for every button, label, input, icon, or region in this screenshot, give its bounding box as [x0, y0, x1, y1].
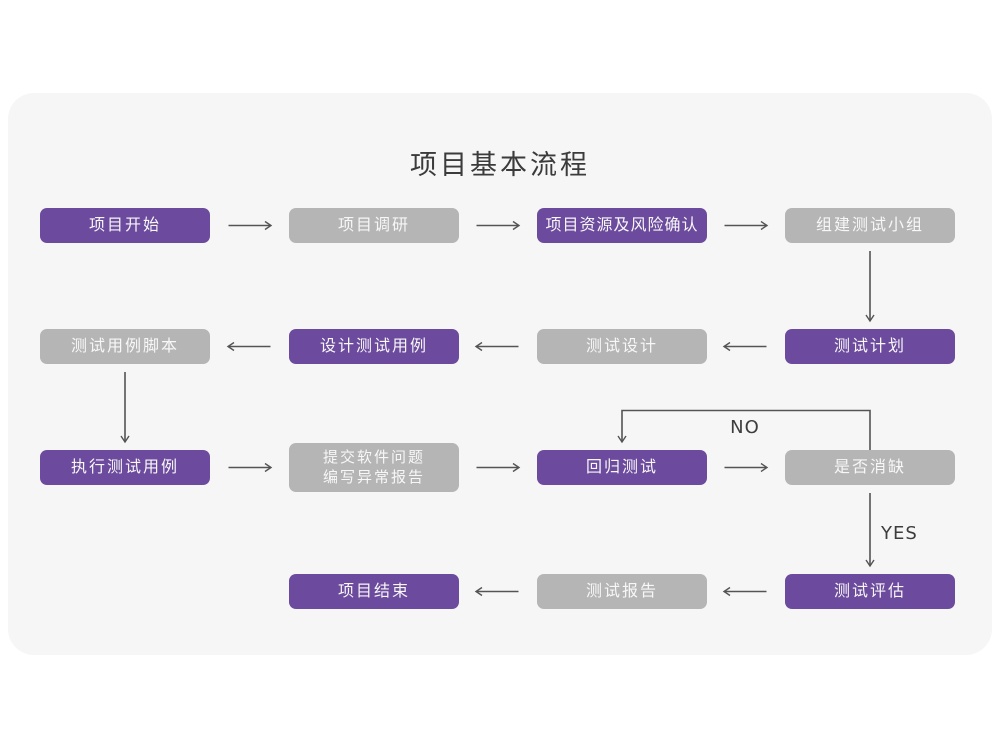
flow-node-label: 回归测试 [585, 457, 658, 477]
flow-node-project-research: 项目调研 [289, 208, 459, 243]
flow-node-label-line1: 提交软件问题 [322, 448, 425, 466]
flow-node-label: 设计测试用例 [319, 336, 428, 356]
flow-node-label: 测试用例脚本 [70, 336, 179, 356]
flow-node-label-line2: 编写异常报告 [322, 467, 425, 486]
no-edge-label: NO [730, 417, 760, 438]
flow-node-label: 测试设计 [585, 336, 658, 356]
flow-node-label: 测试报告 [585, 581, 658, 601]
flow-node-execute-test-cases: 执行测试用例 [40, 450, 210, 485]
flow-node-resources-risk-confirm: 项目资源及风险确认 [537, 208, 707, 243]
flow-node-label: 项目资源及风险确认 [545, 215, 699, 235]
flow-node-project-start: 项目开始 [40, 208, 210, 243]
yes-edge-label: YES [881, 523, 918, 544]
flow-node-regression-test: 回归测试 [537, 450, 707, 485]
flow-node-test-plan: 测试计划 [785, 329, 955, 364]
flow-node-label: 项目开始 [88, 215, 161, 235]
flow-node-submit-software-issues: 提交软件问题 编写异常报告 [289, 443, 459, 492]
flow-node-label: 项目调研 [337, 215, 410, 235]
diagram-title: 项目基本流程 [410, 150, 590, 181]
flow-node-defect-cleared: 是否消缺 [785, 450, 955, 485]
flow-node-test-report: 测试报告 [537, 574, 707, 609]
flow-node-label: 项目结束 [337, 581, 410, 601]
flow-node-test-case-scripts: 测试用例脚本 [40, 329, 210, 364]
flow-node-label: 组建测试小组 [815, 215, 924, 235]
flow-node-design-test-cases: 设计测试用例 [289, 329, 459, 364]
flow-node-label: 测试评估 [833, 581, 906, 601]
flowchart-card [8, 93, 992, 655]
flow-node-label: 执行测试用例 [70, 457, 179, 477]
flow-node-test-design: 测试设计 [537, 329, 707, 364]
flow-node-project-end: 项目结束 [289, 574, 459, 609]
flow-node-form-test-team: 组建测试小组 [785, 208, 955, 243]
flow-node-test-evaluation: 测试评估 [785, 574, 955, 609]
flow-node-label: 是否消缺 [833, 457, 906, 477]
flow-node-label: 测试计划 [833, 336, 906, 356]
